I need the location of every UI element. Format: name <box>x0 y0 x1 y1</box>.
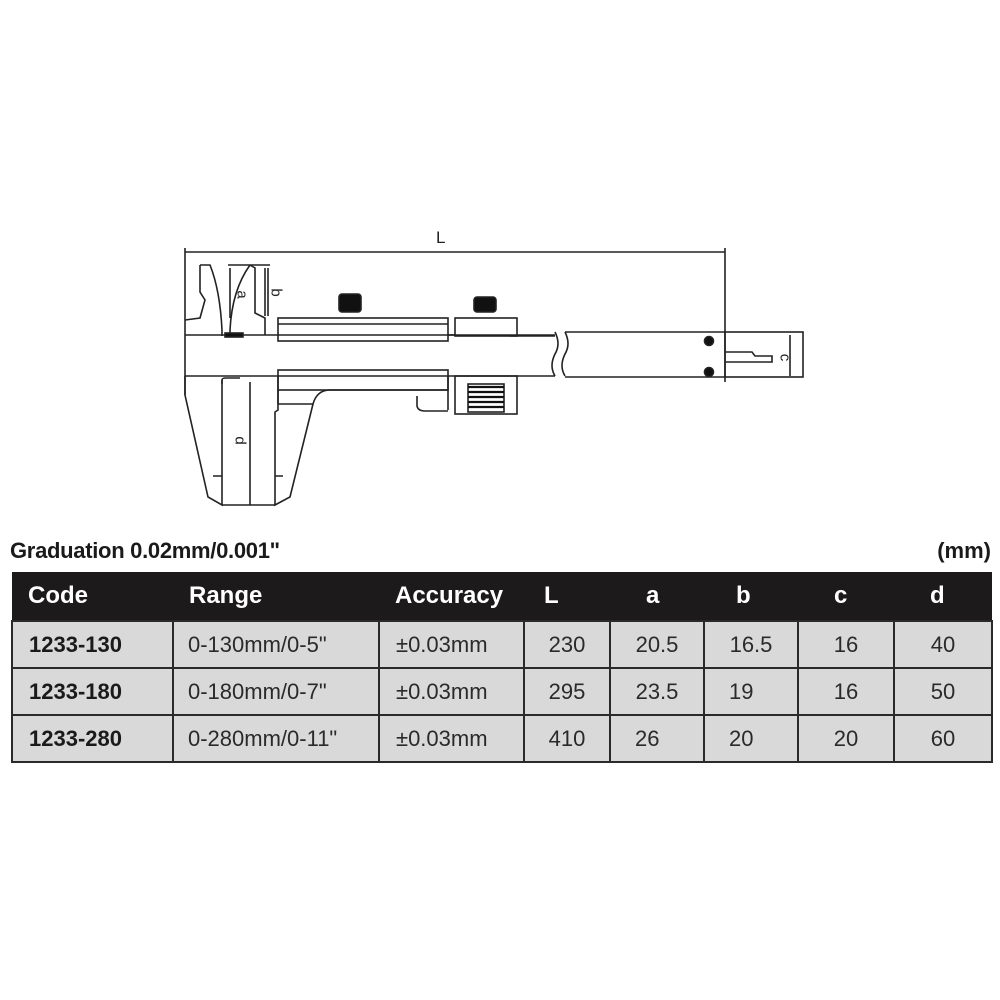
header-a: a <box>610 572 704 621</box>
cell-c: 16 <box>797 620 895 669</box>
cell-c: 16 <box>797 667 895 716</box>
cell-code: 1233-180 <box>11 667 174 716</box>
caliper-diagram: L a b c d <box>184 228 804 507</box>
dim-label-a: a <box>233 290 251 299</box>
graduation-label: Graduation 0.02mm/0.001" <box>10 538 280 563</box>
cell-b: 19 <box>703 667 799 716</box>
header-code: Code <box>12 572 173 621</box>
table-row: 1233-180 0-180mm/0-7" ±0.03mm 295 23.5 1… <box>11 667 993 716</box>
dim-label-d: d <box>231 436 249 445</box>
dim-label-L: L <box>436 228 446 247</box>
cell-L: 295 <box>523 667 611 716</box>
table-row: 1233-130 0-130mm/0-5" ±0.03mm 230 20.5 1… <box>11 620 993 669</box>
cell-d: 50 <box>893 667 993 716</box>
cell-a: 26 <box>609 714 705 763</box>
cell-code: 1233-280 <box>11 714 174 763</box>
cell-d: 60 <box>893 714 993 763</box>
spec-table: Code Range Accuracy L a b c d 1233-130 0… <box>11 572 993 763</box>
header-range: Range <box>173 572 379 621</box>
cell-code: 1233-130 <box>11 620 174 669</box>
table-row: 1233-280 0-280mm/0-11" ±0.03mm 410 26 20… <box>11 714 993 763</box>
cell-accuracy: ±0.03mm <box>378 714 525 763</box>
header-L: L <box>524 572 610 621</box>
table-header-row: Code Range Accuracy L a b c d <box>12 572 992 621</box>
cell-a: 23.5 <box>609 667 705 716</box>
cell-b: 16.5 <box>703 620 799 669</box>
dim-label-b: b <box>267 288 285 297</box>
cell-L: 230 <box>523 620 611 669</box>
cell-c: 20 <box>797 714 895 763</box>
cell-a: 20.5 <box>609 620 705 669</box>
cell-accuracy: ±0.03mm <box>378 667 525 716</box>
unit-label: (mm) <box>937 538 991 563</box>
cell-d: 40 <box>893 620 993 669</box>
header-b: b <box>704 572 798 621</box>
cell-range: 0-130mm/0-5" <box>172 620 380 669</box>
header-c: c <box>798 572 894 621</box>
cell-L: 410 <box>523 714 611 763</box>
header-d: d <box>894 572 992 621</box>
cell-range: 0-280mm/0-11" <box>172 714 380 763</box>
caliper-drawing <box>184 248 804 507</box>
cell-accuracy: ±0.03mm <box>378 620 525 669</box>
dim-label-c: c <box>776 353 794 362</box>
header-accuracy: Accuracy <box>379 572 524 621</box>
cell-range: 0-180mm/0-7" <box>172 667 380 716</box>
cell-b: 20 <box>703 714 799 763</box>
